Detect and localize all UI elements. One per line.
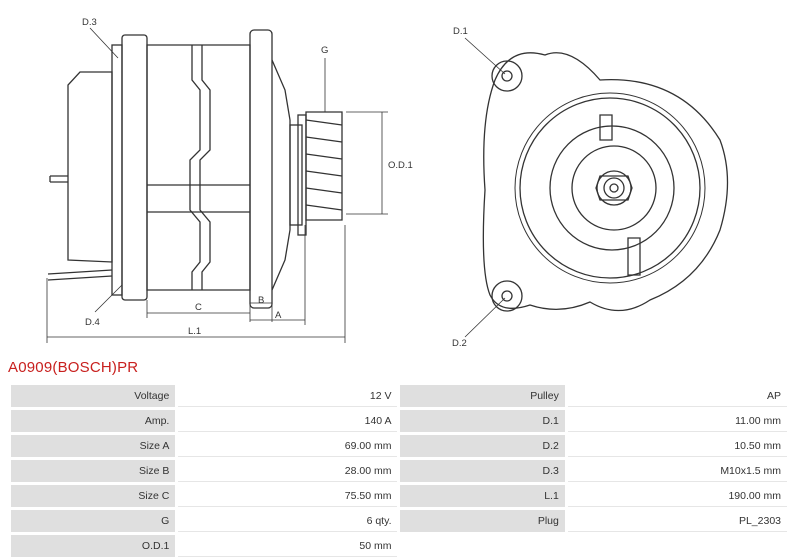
label-d2: D.2 [452, 338, 467, 349]
spec-label: Amp. [11, 410, 176, 432]
label-od1: O.D.1 [388, 160, 413, 171]
label-c: C [195, 302, 202, 313]
side-view [47, 29, 343, 309]
spec-value: PL_2303 [567, 510, 787, 532]
side-view-dimensions [46, 27, 388, 343]
spec-label: D.1 [400, 410, 565, 432]
spec-label: Voltage [11, 385, 176, 407]
spec-value: M10x1.5 mm [567, 460, 787, 482]
front-view [482, 52, 729, 312]
spec-value: 10.50 mm [567, 435, 787, 457]
spec-value: 12 V [178, 385, 398, 407]
spec-value: 28.00 mm [178, 460, 398, 482]
label-d4: D.4 [85, 317, 100, 328]
spec-value: 6 qty. [178, 510, 398, 532]
spec-value: 11.00 mm [567, 410, 787, 432]
spec-value: AP [567, 385, 787, 407]
label-l1: L.1 [188, 326, 201, 337]
label-g: G [321, 45, 328, 56]
label-d3: D.3 [82, 17, 97, 28]
label-d1: D.1 [453, 26, 468, 37]
label-a: A [275, 310, 282, 321]
front-view-dimensions [464, 37, 506, 338]
spec-label: Size C [11, 485, 176, 507]
spec-value: 75.50 mm [178, 485, 398, 507]
spec-label [400, 535, 565, 557]
label-b: B [258, 295, 264, 306]
spec-label: L.1 [400, 485, 565, 507]
part-number-title: A0909(BOSCH)PR [8, 359, 139, 376]
spec-label: Size A [11, 435, 176, 457]
alternator-technical-drawing: D.3 D.4 G O.D.1 C B A L.1 D.1 D.2 [46, 17, 729, 349]
spec-value [567, 535, 787, 557]
spec-value: 140 A [178, 410, 398, 432]
spec-label: Plug [400, 510, 565, 532]
spec-value: 190.00 mm [567, 485, 787, 507]
spec-value: 69.00 mm [178, 435, 398, 457]
spec-label: Pulley [400, 385, 565, 407]
spec-label: D.2 [400, 435, 565, 457]
spec-label: G [11, 510, 176, 532]
spec-label: D.3 [400, 460, 565, 482]
spec-label: Size B [11, 460, 176, 482]
spec-label: O.D.1 [11, 535, 176, 557]
spec-value: 50 mm [178, 535, 398, 557]
